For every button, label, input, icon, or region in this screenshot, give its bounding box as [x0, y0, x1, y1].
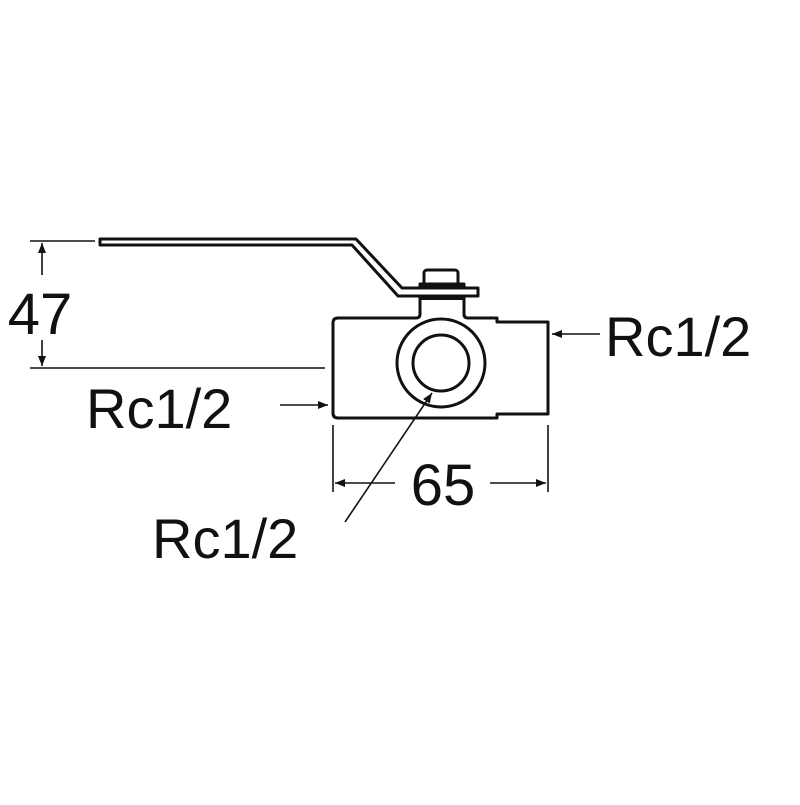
- bottom-port-leader: [344, 392, 433, 523]
- port-label-left: Rc1/2: [86, 377, 232, 440]
- bottom-port-inner: [411, 333, 471, 393]
- valve-body: [331, 316, 550, 420]
- port-label-bottom: Rc1/2: [152, 507, 298, 570]
- valve-handle: [98, 237, 480, 298]
- bottom-port-outer: [395, 317, 487, 409]
- dim-height-label: 47: [8, 282, 73, 347]
- port-label-right: Rc1/2: [605, 305, 751, 368]
- valve-stem-neck: [415, 296, 469, 320]
- nut-washer: [418, 282, 466, 290]
- dim-width-label: 65: [411, 453, 476, 518]
